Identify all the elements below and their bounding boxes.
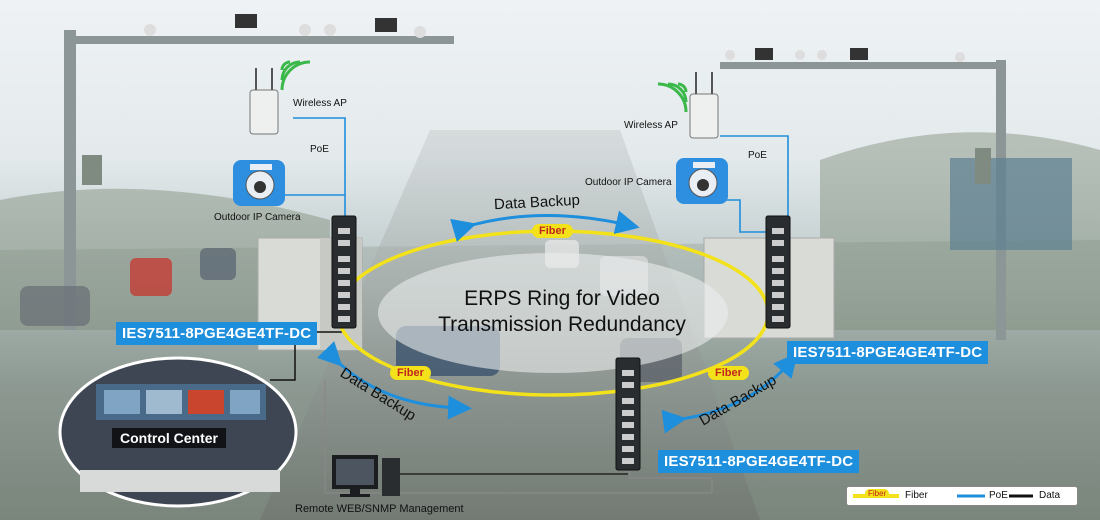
right-camera-label: Outdoor IP Camera — [585, 177, 672, 188]
backup-arrow-top — [450, 210, 640, 242]
right-ap-label: Wireless AP — [624, 120, 678, 131]
right-gantry — [720, 48, 1072, 340]
left-poe-label: PoE — [310, 144, 329, 155]
left-camera-label: Outdoor IP Camera — [214, 212, 301, 223]
right-switch — [765, 215, 791, 329]
data-line-management — [324, 380, 713, 494]
legend: Fiber Fiber PoE Data — [846, 486, 1078, 506]
backup-arrow-left — [317, 341, 472, 420]
left-gantry — [64, 14, 454, 330]
data-line-control — [270, 331, 342, 381]
right-switch-label: IES7511-8PGE4GE4TF-DC — [787, 341, 989, 364]
left-wireless-ap-icon — [249, 68, 279, 135]
left-switch — [331, 215, 357, 329]
right-camera-line — [707, 199, 775, 233]
right-poe-label: PoE — [748, 150, 767, 161]
ring-title-line1: ERPS Ring for Video — [464, 287, 660, 310]
backup-arrow-right — [661, 352, 798, 434]
fiber-badge-right: Fiber — [708, 366, 749, 380]
bottom-switch — [615, 357, 641, 471]
bottom-switch-label: IES7511-8PGE4GE4TF-DC — [658, 450, 860, 473]
right-ip-camera-icon — [676, 158, 728, 204]
control-center-label: Control Center — [112, 428, 226, 448]
legend-poe-label: PoE — [989, 490, 1008, 501]
fiber-badge-top: Fiber — [532, 224, 573, 238]
ring-title: ERPS Ring for Video Transmission Redunda… — [392, 286, 732, 338]
legend-data-label: Data — [1039, 490, 1061, 501]
legend-fiber-badge: Fiber — [865, 489, 890, 498]
fiber-badge-left: Fiber — [390, 366, 431, 380]
left-switch-label: IES7511-8PGE4GE4TF-DC — [116, 322, 318, 345]
right-wifi-signal-icon — [657, 82, 688, 113]
ring-title-line2: Transmission Redundancy — [438, 313, 686, 336]
right-poe-line — [720, 135, 789, 216]
left-ip-camera-icon — [233, 160, 285, 206]
legend-fiber-label: Fiber — [905, 490, 928, 501]
left-wifi-signal-icon — [280, 60, 311, 91]
left-poe-line — [293, 117, 346, 216]
right-wireless-ap-icon — [689, 72, 719, 139]
management-pc-icon — [332, 455, 400, 497]
left-ap-label: Wireless AP — [293, 98, 347, 109]
management-label: Remote WEB/SNMP Management — [295, 503, 464, 515]
